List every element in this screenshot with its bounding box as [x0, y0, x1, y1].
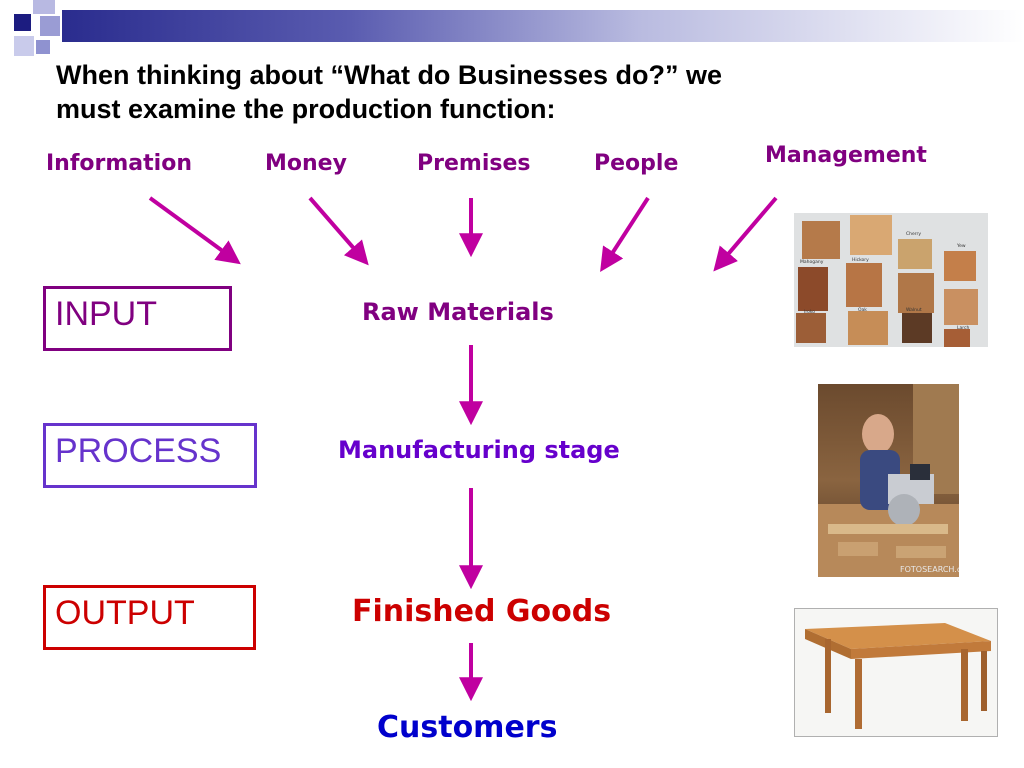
- wood-label: Walnut: [906, 307, 922, 313]
- customers-label: Customers: [377, 710, 558, 745]
- slide-title: When thinking about “What do Businesses …: [56, 58, 956, 126]
- deco-square: [14, 14, 31, 31]
- wood-samples-photo: Cherry Yew Mahogany Hickory Oak Walnut L…: [794, 213, 988, 347]
- wood-label: Cherry: [906, 231, 921, 237]
- title-line-2: must examine the production function:: [56, 94, 556, 124]
- process-box: PROCESS: [43, 423, 257, 488]
- input-label: INPUT: [55, 295, 157, 333]
- wood-label: Oak: [858, 307, 867, 313]
- arrow-people: [600, 196, 650, 273]
- deco-square: [14, 36, 34, 56]
- process-label: PROCESS: [55, 432, 222, 470]
- wooden-table-photo: [794, 608, 998, 737]
- arrow-management: [713, 196, 778, 272]
- arrow-information: [148, 196, 241, 265]
- wood-label: Larch: [957, 325, 969, 331]
- woodworker-image: FOTOSEARCH.com: [818, 384, 959, 577]
- raw-materials-label: Raw Materials: [362, 298, 554, 326]
- deco-square: [40, 16, 60, 36]
- resource-information: Information: [46, 151, 192, 176]
- resource-management: Management: [765, 143, 927, 168]
- woodworker-photo: FOTOSEARCH.com: [818, 384, 959, 577]
- title-line-1: When thinking about “What do Businesses …: [56, 60, 723, 90]
- wood-samples-image: Cherry Yew Mahogany Hickory Oak Walnut L…: [794, 213, 988, 347]
- resource-people: People: [594, 151, 679, 176]
- resource-premises: Premises: [417, 151, 531, 176]
- deco-square: [36, 40, 50, 54]
- title-bar-gradient: [62, 10, 1024, 42]
- deco-square: [33, 0, 55, 14]
- finished-goods-label: Finished Goods: [352, 594, 612, 629]
- output-box: OUTPUT: [43, 585, 256, 650]
- watermark: FOTOSEARCH.com: [900, 565, 959, 574]
- input-box: INPUT: [43, 286, 232, 351]
- arrow-money: [308, 196, 369, 266]
- wood-label: Yew: [956, 243, 966, 249]
- manufacturing-stage-label: Manufacturing stage: [338, 436, 620, 464]
- wood-label: Iroko: [804, 309, 815, 315]
- table-image: [795, 609, 997, 736]
- resource-money: Money: [265, 151, 347, 176]
- wood-label: Mahogany: [800, 259, 824, 265]
- wood-label: Hickory: [852, 257, 869, 263]
- output-label: OUTPUT: [55, 594, 195, 632]
